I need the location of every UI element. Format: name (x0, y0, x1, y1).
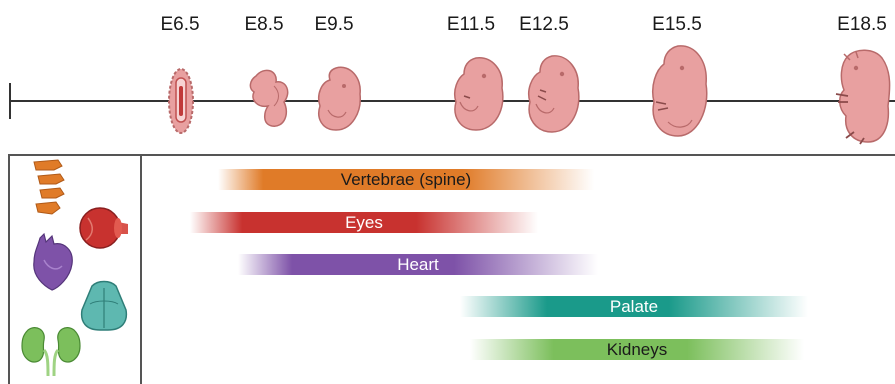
heart-bar: Heart (238, 254, 598, 275)
stage-label-e11-5: E11.5 (431, 14, 511, 36)
palate-bar-label: Palate (610, 297, 658, 317)
embryo-e15-5-image (648, 42, 710, 140)
embryo-e6-5-image (166, 66, 196, 136)
stage-label-e8-5: E8.5 (224, 14, 304, 36)
embryo-e12-5-image (524, 52, 582, 136)
eyes-bar: Eyes (190, 212, 538, 233)
stage-label-e9-5: E9.5 (294, 14, 374, 36)
vertebrae-bar: Vertebrae (spine) (218, 169, 594, 190)
heart-bar-label: Heart (397, 255, 439, 275)
stage-label-e12-5: E12.5 (504, 14, 584, 36)
embryo-e8-5-image (244, 66, 296, 130)
eye-icon (76, 204, 130, 252)
kidneys-icon (20, 324, 82, 376)
heart-icon (30, 232, 76, 292)
kidneys-bar-label: Kidneys (607, 340, 667, 360)
timeline-start-tick (9, 83, 11, 119)
palate-icon (78, 280, 130, 332)
eyes-bar-label: Eyes (345, 213, 383, 233)
embryo-e9-5-image (314, 64, 366, 134)
stage-label-e18-5: E18.5 (822, 14, 895, 36)
palate-bar: Palate (460, 296, 808, 317)
stage-label-e15-5: E15.5 (637, 14, 717, 36)
vertebrae-bar-label: Vertebrae (spine) (341, 170, 471, 190)
embryo-e11-5-image (450, 54, 508, 134)
embryo-e18-5-image (834, 46, 892, 146)
vertebrae-icon (30, 156, 66, 218)
kidneys-bar: Kidneys (470, 339, 804, 360)
stage-label-e6-5: E6.5 (140, 14, 220, 36)
